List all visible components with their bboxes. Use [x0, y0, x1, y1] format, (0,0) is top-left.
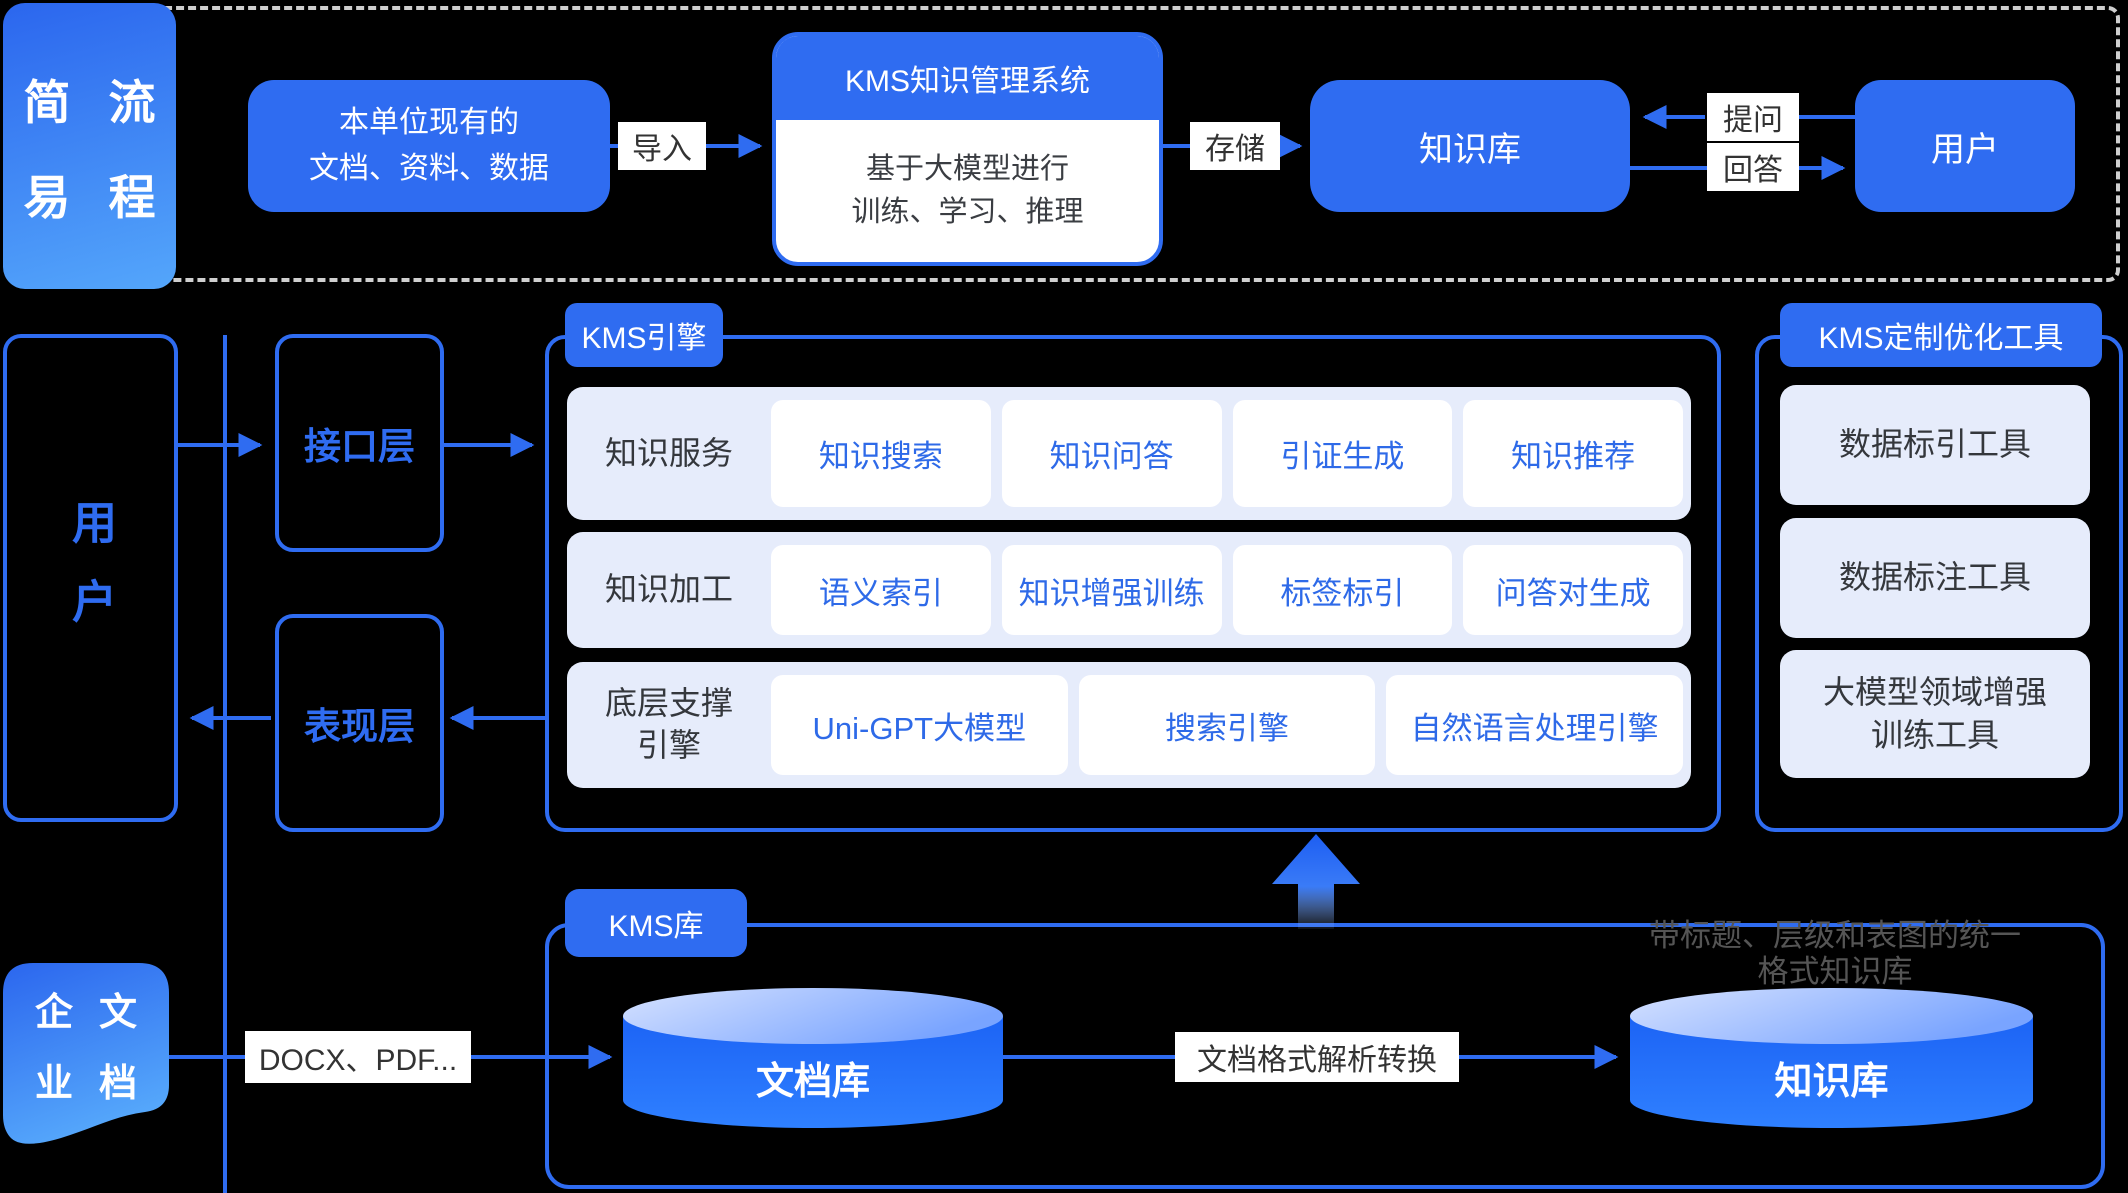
answer-label: 回答	[1707, 143, 1799, 191]
ribbon-char: 简	[23, 76, 71, 129]
ribbon-char: 程	[108, 171, 156, 224]
enterprise-char: 文	[99, 992, 138, 1034]
chip-unigpt-model: Uni-GPT大模型	[771, 675, 1068, 775]
knowledge-store-label: 知识库	[1774, 1061, 1889, 1103]
chip-search-engine: 搜索引擎	[1078, 675, 1376, 775]
interface-layer-box: 接口层	[275, 334, 444, 552]
enterprise-document-shape: 企 文 业 档	[3, 963, 169, 1155]
up-arrow-icon	[1272, 834, 1360, 929]
tool-data-indexing: 数据标引工具	[1780, 385, 2090, 505]
docx-pdf-label: DOCX、PDF...	[245, 1031, 471, 1083]
row-label: 底层支撑 引擎	[604, 685, 733, 763]
document-wave-shape	[3, 963, 169, 1144]
chip-qa-pair-generation: 问答对生成	[1463, 545, 1683, 635]
kms-library-tag: KMS库	[565, 889, 747, 957]
knowledge-base-box: 知识库	[1310, 80, 1630, 212]
cylinder-shape	[623, 988, 1003, 1128]
row-label: 知识服务	[604, 434, 733, 471]
format-convert-label: 文档格式解析转换	[1175, 1032, 1459, 1082]
simple-process-ribbon: 简 流 易 程	[3, 3, 176, 289]
tool-domain-enhanced-training: 大模型领域增强 训练工具	[1780, 650, 2090, 778]
ribbon-char: 易	[23, 171, 71, 224]
chip-knowledge-qa: 知识问答	[1001, 400, 1222, 507]
chip-group: 语义索引 知识增强训练 标签标引 问答对生成	[771, 532, 1691, 648]
knowledge-service-row: 知识服务 知识搜索 知识问答 引证生成 知识推荐	[567, 387, 1691, 520]
store-label: 存储	[1190, 122, 1280, 170]
kms-system-box: KMS知识管理系统 基于大模型进行 训练、学习、推理	[772, 32, 1163, 266]
chip-citation-generation: 引证生成	[1232, 400, 1453, 507]
kms-engine-container	[545, 335, 1721, 832]
unified-format-note: 带标题、层级和表图的统一 格式知识库	[1649, 918, 2021, 989]
chip-semantic-index: 语义索引	[771, 545, 991, 635]
source-documents-box: 本单位现有的 文档、资料、数据	[248, 80, 610, 212]
ribbon-char: 流	[108, 76, 156, 129]
chip-nlp-engine: 自然语言处理引擎	[1386, 675, 1684, 775]
knowledge-store-cylinder: 知识库	[1630, 988, 2033, 1133]
enterprise-char: 档	[99, 1063, 138, 1105]
chip-knowledge-search: 知识搜索	[771, 400, 991, 507]
chip-group: Uni-GPT大模型 搜索引擎 自然语言处理引擎	[771, 662, 1691, 788]
user-box-top: 用户	[1855, 80, 2075, 212]
row-label: 知识加工	[604, 571, 733, 608]
tool-data-annotation: 数据标注工具	[1780, 518, 2090, 638]
knowledge-processing-row: 知识加工 语义索引 知识增强训练 标签标引 问答对生成	[567, 532, 1691, 648]
base-support-engine-row: 底层支撑 引擎 Uni-GPT大模型 搜索引擎 自然语言处理引擎	[567, 662, 1691, 788]
user-box-left: 用户	[3, 334, 178, 822]
document-store-label: 文档库	[755, 1061, 870, 1103]
chip-knowledge-enhanced-training: 知识增强训练	[1001, 545, 1222, 635]
chip-knowledge-recommendation: 知识推荐	[1463, 400, 1683, 507]
enterprise-document-label: 企 文 业 档	[3, 981, 169, 1107]
presentation-layer-box: 表现层	[275, 614, 444, 832]
ask-label: 提问	[1707, 93, 1799, 141]
document-store-cylinder: 文档库	[623, 988, 1003, 1133]
kms-system-title: KMS知识管理系统	[776, 36, 1159, 120]
cylinder-shape	[1630, 988, 2033, 1128]
chip-tag-indexing: 标签标引	[1232, 545, 1453, 635]
chip-group: 知识搜索 知识问答 引证生成 知识推荐	[771, 387, 1691, 520]
enterprise-char: 企	[34, 992, 73, 1034]
kms-tools-tag: KMS定制优化工具	[1780, 303, 2102, 367]
kms-system-description: 基于大模型进行 训练、学习、推理	[851, 152, 1084, 229]
user-box-left-label: 用户	[65, 499, 116, 657]
import-label: 导入	[618, 122, 706, 170]
enterprise-char: 业	[34, 1063, 73, 1105]
kms-engine-tag: KMS引擎	[565, 303, 723, 367]
